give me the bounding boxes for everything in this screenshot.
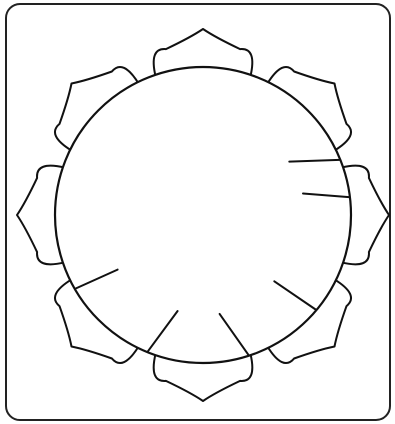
- central-circle: [55, 67, 351, 363]
